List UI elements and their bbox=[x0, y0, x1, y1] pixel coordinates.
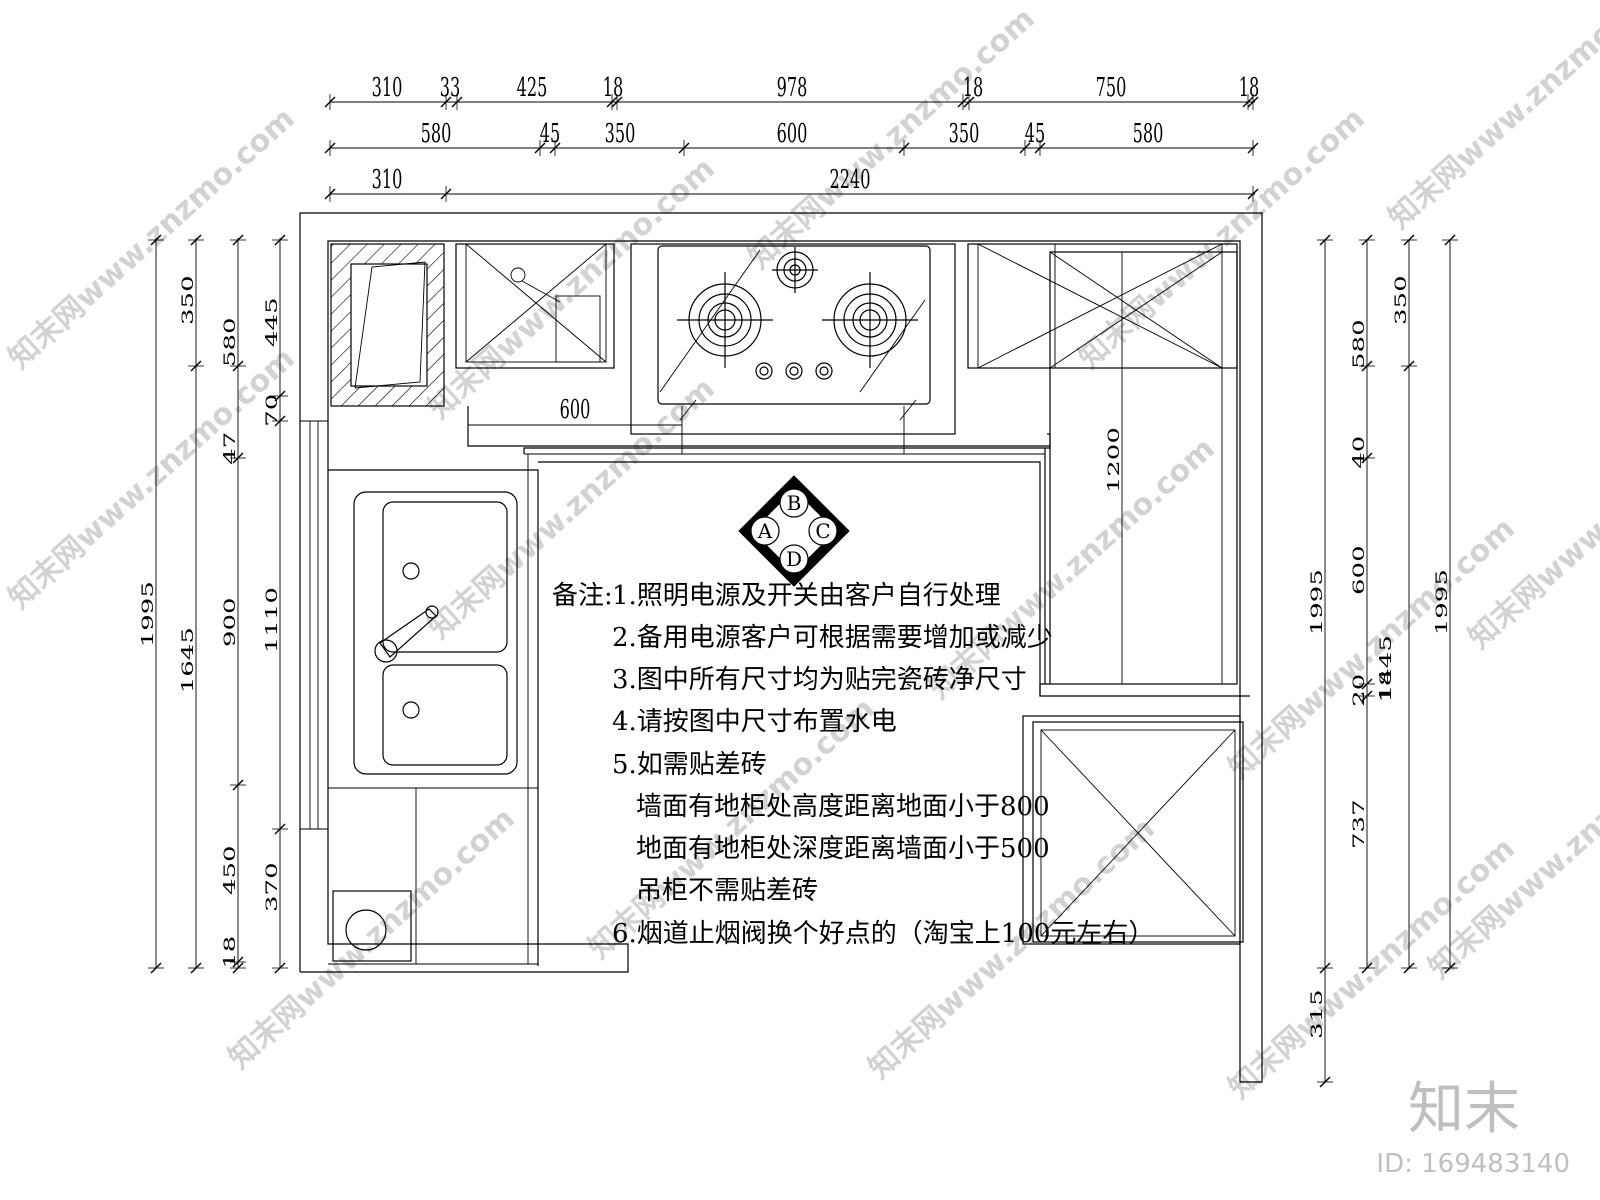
dim-right-d-2: 1995 bbox=[1433, 569, 1452, 635]
dim-top-3-b: 2240 bbox=[829, 165, 870, 195]
upper-cabinet-right bbox=[967, 243, 1238, 369]
watermark-text: 知末网www.znzmo.com bbox=[1222, 511, 1522, 786]
watermark-brand: 知末 ID: 169483140 bbox=[1376, 1077, 1570, 1179]
note-item-3: 3.图中所有尺寸均为贴完瓷砖净尺寸 bbox=[612, 665, 1027, 695]
brand-logo: 知末 bbox=[1408, 1077, 1520, 1142]
dim-left-c-1: 580 bbox=[221, 317, 240, 367]
burner-right-icon bbox=[822, 272, 918, 368]
left-dimensions: 1995 350 1645 580 47 900 450 18 445 70 1… bbox=[139, 234, 288, 974]
dim-left-d-2: 70 bbox=[263, 394, 282, 427]
dim-right-b-2: 40 bbox=[1350, 436, 1369, 469]
dim-top-1-c: 425 bbox=[517, 73, 548, 103]
dim-left-c-5: 18 bbox=[221, 936, 240, 969]
note-item-2: 2.备用电源客户可根据需要增加或减少 bbox=[612, 623, 1053, 653]
dim-top-3-a: 310 bbox=[372, 165, 403, 195]
dim-top-2-f: 45 bbox=[1025, 119, 1046, 149]
dim-left-b-1: 350 bbox=[179, 275, 198, 325]
dim-top-1-g: 750 bbox=[1096, 73, 1127, 103]
left-base-cabinet bbox=[328, 454, 1041, 966]
note-item-1: 1.照明电源及开关由客户自行处理 bbox=[612, 581, 1001, 611]
burner-center-icon bbox=[772, 247, 818, 293]
note-item-5a: 墙面有地柜处高度距离地面小于800 bbox=[636, 792, 1050, 822]
note-item-6: 6.烟道止烟阀换个好点的（淘宝上100元左右） bbox=[612, 919, 1154, 949]
dim-top-2-d: 600 bbox=[777, 119, 808, 149]
dim-top-1-d: 18 bbox=[603, 73, 624, 103]
dim-hood-width: 600 bbox=[560, 395, 591, 425]
watermark-text: 知末网www.znzmo.com bbox=[222, 801, 522, 1076]
compass-label-left: A bbox=[757, 519, 773, 543]
dim-top-2-e: 350 bbox=[949, 119, 980, 149]
dim-top-1-a: 310 bbox=[372, 73, 403, 103]
dim-top-1-b: 33 bbox=[440, 73, 461, 103]
dim-top-2-c: 350 bbox=[605, 119, 636, 149]
dim-top-2-b: 45 bbox=[540, 119, 561, 149]
watermark-text: 知末网www.znzmo.com bbox=[1382, 0, 1600, 236]
dim-right-b-1: 580 bbox=[1350, 319, 1369, 369]
top-dimensions: 310 33 425 18 978 18 750 18 580 45 350 6… bbox=[324, 73, 1260, 202]
dim-left-a-1: 1995 bbox=[139, 581, 158, 647]
compass-label-right: C bbox=[815, 519, 830, 543]
watermark-text: 知末网www.znzmo.com bbox=[1222, 831, 1522, 1106]
note-item-5b: 地面有地柜处深度距离墙面小于500 bbox=[636, 834, 1050, 864]
watermark-text: 知末网www.znzmo.com bbox=[422, 151, 722, 426]
note-item-4: 4.请按图中尺寸布置水电 bbox=[612, 707, 897, 737]
burner-left-icon bbox=[677, 272, 773, 368]
dim-right-b-4: 20 bbox=[1350, 674, 1369, 707]
tall-cabinet bbox=[1039, 251, 1250, 697]
dim-top-2-g: 580 bbox=[1133, 119, 1164, 149]
note-item-5: 5.如需贴差砖 bbox=[612, 750, 767, 780]
dim-top-1-h: 18 bbox=[1239, 73, 1260, 103]
sink bbox=[353, 491, 518, 775]
dim-right-b-3: 600 bbox=[1350, 545, 1369, 595]
watermark-text: 知末网www.znzmo.com bbox=[2, 101, 302, 376]
compass-label-bottom: D bbox=[786, 547, 802, 571]
dim-top-2-a: 580 bbox=[421, 119, 452, 149]
gas-hob bbox=[630, 243, 956, 435]
hob-knobs-icon bbox=[755, 362, 833, 380]
dim-right-c-1: 1445 bbox=[1377, 635, 1396, 701]
compass-symbol: B A C D bbox=[738, 475, 850, 587]
dim-right-c-2: 18 bbox=[1377, 670, 1396, 703]
dim-left-c-2: 47 bbox=[221, 432, 240, 465]
upper-cabinet-left bbox=[455, 243, 615, 369]
dim-left-b-2: 1645 bbox=[179, 627, 198, 693]
dim-right-d-1: 350 bbox=[1392, 275, 1411, 325]
dim-right-a-2: 315 bbox=[1308, 989, 1327, 1039]
dim-left-d-4: 370 bbox=[263, 862, 282, 912]
faucet-icon bbox=[374, 605, 439, 663]
right-dimensions: 1995 315 580 40 600 20 737 1445 18 350 1… bbox=[1308, 234, 1458, 1088]
dim-right-a-1: 1995 bbox=[1308, 569, 1327, 635]
watermark-text: 知末网www.znzmo.com bbox=[2, 341, 302, 616]
inner-dimensions: 600 1200 bbox=[560, 395, 1124, 493]
fridge bbox=[1022, 715, 1244, 945]
flue-box bbox=[330, 243, 445, 407]
notes-label: 备注: bbox=[552, 581, 613, 611]
walls bbox=[299, 212, 1263, 1083]
dim-left-c-3: 900 bbox=[221, 597, 240, 647]
dim-left-d-3: 1110 bbox=[263, 587, 282, 653]
countertop-outline bbox=[467, 406, 1051, 455]
image-id: ID: 169483140 bbox=[1376, 1149, 1570, 1179]
note-item-5c: 吊柜不需贴差砖 bbox=[636, 876, 818, 906]
dim-top-1-f: 18 bbox=[963, 73, 984, 103]
dim-right-b-5: 737 bbox=[1350, 799, 1369, 849]
dim-left-d-1: 445 bbox=[263, 297, 282, 347]
watermark-text: 知末网www.znzmo.com bbox=[1462, 381, 1600, 656]
dim-fridge-length: 1200 bbox=[1105, 427, 1124, 493]
dim-left-c-4: 450 bbox=[221, 845, 240, 895]
compass-label-top: B bbox=[787, 491, 802, 515]
notes-block: 备注: 1.照明电源及开关由客户自行处理 2.备用电源客户可根据需要增加或减少 … bbox=[552, 581, 1154, 949]
dim-top-1-e: 978 bbox=[777, 73, 808, 103]
